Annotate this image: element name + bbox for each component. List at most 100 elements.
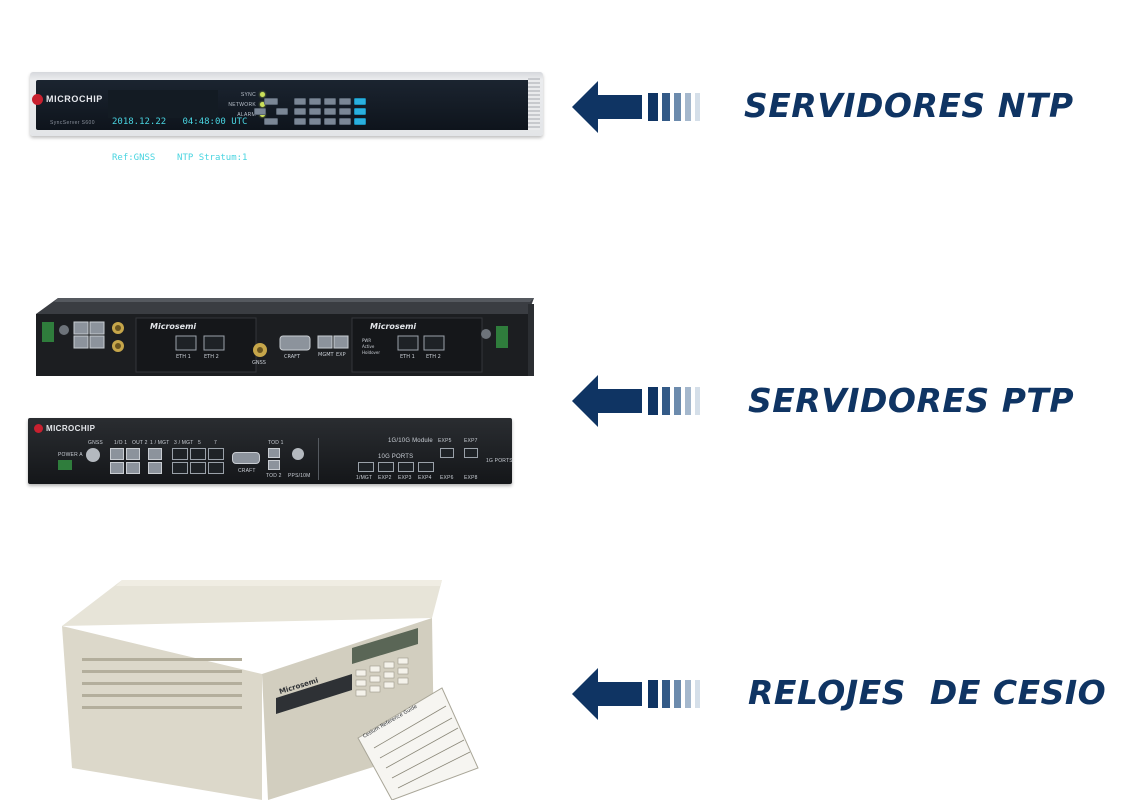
ptp1-label-pwr: PWR: [362, 338, 371, 343]
ptp1-label-holdover: Holdover: [362, 350, 380, 355]
led-network-icon: [260, 102, 265, 107]
keypad-key: [294, 98, 306, 105]
ptp1-brand-left: Microsemi: [150, 322, 196, 331]
ntp-status-leds: SYNC NETWORK ALARM: [226, 90, 265, 120]
row-label-cesium: RELOJES DE CESIO: [748, 673, 1107, 712]
keypad-key-blue: [354, 98, 366, 105]
ptp2-label-exp2: EXP2: [378, 475, 392, 481]
ntp-brand-logo: MICROCHIP: [32, 94, 103, 105]
rj45-port: [148, 462, 162, 474]
sfp-port: [418, 462, 434, 472]
ptp2-label-out2: OUT 2: [132, 440, 148, 446]
keypad-key: [294, 108, 306, 115]
ptp-server-image-1: Microsemi Microsemi ETH 1 ETH 2 GNSS CRA…: [36, 298, 534, 376]
sfp-port: [172, 462, 188, 474]
microchip-logo-icon: [32, 94, 43, 105]
keypad-key: [294, 118, 306, 125]
tod-port: [268, 460, 280, 470]
rj45-port: [148, 448, 162, 460]
ptp2-label-7: 7: [214, 440, 217, 446]
row-label-ntp: SERVIDORES NTP: [744, 86, 1074, 125]
led-label-alarm: ALARM: [237, 111, 256, 118]
sfp-port: [208, 448, 224, 460]
led-label-sync: SYNC: [240, 91, 256, 98]
ptp2-label-tod1: TOD 1: [268, 440, 284, 446]
sfp-port: [440, 448, 454, 458]
nav-key-left: [254, 108, 266, 115]
keypad-key: [309, 118, 321, 125]
ntp-server-image: MICROCHIP 2018.12.22 04:48:00 UTC Ref:GN…: [30, 72, 543, 163]
sfp-port: [190, 448, 206, 460]
rj45-port: [110, 462, 124, 474]
gnss-connector: [86, 448, 100, 462]
ptp1-label-gnss: GNSS: [252, 360, 266, 366]
keypad-key-blue: [354, 118, 366, 125]
ptp2-label-1mgt: 1 / MGT: [150, 440, 170, 446]
module-panel: [318, 438, 508, 480]
sfp-port: [398, 462, 414, 472]
ptp1-label-eth1: ETH 1: [176, 354, 191, 360]
ptp1-label-eth2: ETH 2: [204, 354, 219, 360]
ptp2-label-exp7: EXP7: [464, 438, 478, 444]
sfp-port: [464, 448, 478, 458]
keypad-key: [324, 118, 336, 125]
nav-key-right: [276, 108, 288, 115]
sfp-port: [208, 462, 224, 474]
ptp2-label-pps: PPS/10M: [288, 473, 311, 479]
keypad-key: [339, 118, 351, 125]
keypad-key: [309, 98, 321, 105]
ntp-side-vent: [528, 78, 540, 130]
keypad-key: [309, 108, 321, 115]
ntp-model-label: SyncServer S600: [50, 120, 95, 126]
ptp2-label-exp3: EXP3: [398, 475, 412, 481]
ptp2-brand: MICROCHIP: [46, 424, 96, 433]
ptp2-label-tod2: TOD 2: [266, 473, 282, 479]
keypad-key: [339, 98, 351, 105]
sfp-port: [172, 448, 188, 460]
ptp2-label-1gports: 1G PORTS: [486, 458, 513, 464]
led-label-network: NETWORK: [228, 101, 256, 108]
keypad-key: [339, 108, 351, 115]
ntp-brand-text: MICROCHIP: [46, 94, 103, 104]
ntp-lcd-display: 2018.12.22 04:48:00 UTC Ref:GNSS NTP Str…: [108, 90, 247, 163]
ptp2-label-gnss: GNSS: [88, 440, 103, 446]
keypad-key: [324, 98, 336, 105]
ptp2-label-1mgt-b: 1/MGT: [356, 475, 373, 481]
keypad-key: [324, 108, 336, 115]
keypad-key-blue: [354, 108, 366, 115]
ptp2-label-exp5: EXP5: [438, 438, 452, 444]
ntp-front-panel: MICROCHIP 2018.12.22 04:48:00 UTC Ref:GN…: [32, 80, 536, 163]
ptp1-label-craft: CRAFT: [284, 354, 301, 360]
ptp2-label-exp6: EXP6: [440, 475, 454, 481]
ptp2-label-5: 5: [198, 440, 201, 446]
sfp-port: [358, 462, 374, 472]
ntp-display-line2: Ref:GNSS NTP Stratum:1: [112, 153, 248, 163]
ptp2-label-power: POWER A: [58, 452, 83, 458]
power-connector: [58, 460, 72, 470]
ptp1-label-active: Active: [362, 344, 375, 349]
ptp2-label-io1: 1/O 1: [114, 440, 128, 446]
led-sync-icon: [260, 92, 265, 97]
craft-port: [232, 452, 260, 464]
ptp2-module-title: 1G/10G Module: [388, 438, 433, 444]
sfp-port: [378, 462, 394, 472]
rj45-port: [126, 462, 140, 474]
rj45-port: [110, 448, 124, 460]
microchip-logo-icon: [34, 424, 43, 433]
nav-key-up: [264, 98, 278, 105]
arrow-left-icon: [572, 375, 700, 427]
row-label-ptp: SERVIDORES PTP: [748, 381, 1075, 420]
ptp-server-image-2: MICROCHIP POWER A GNSS 1/O 1 OUT 2 1 / M…: [28, 418, 513, 484]
ptp1-label-eth2-b: ETH 2: [426, 354, 441, 360]
pps-connector: [292, 448, 304, 460]
ptp1-label-exp: EXP: [336, 352, 346, 358]
cesium-clock-image: Microsemi Cesium Reference Guide: [62, 580, 479, 800]
ptp1-label-mgmt: MGMT: [318, 352, 335, 358]
tod-port: [268, 448, 280, 458]
arrow-left-icon: [572, 81, 700, 133]
rj45-port: [126, 448, 140, 460]
ptp2-label-3mgt: 3 / MGT: [174, 440, 194, 446]
ptp2-ports-title: 10G PORTS: [378, 454, 414, 460]
ptp2-label-craft: CRAFT: [238, 468, 256, 474]
arrow-left-icon: [572, 668, 700, 720]
